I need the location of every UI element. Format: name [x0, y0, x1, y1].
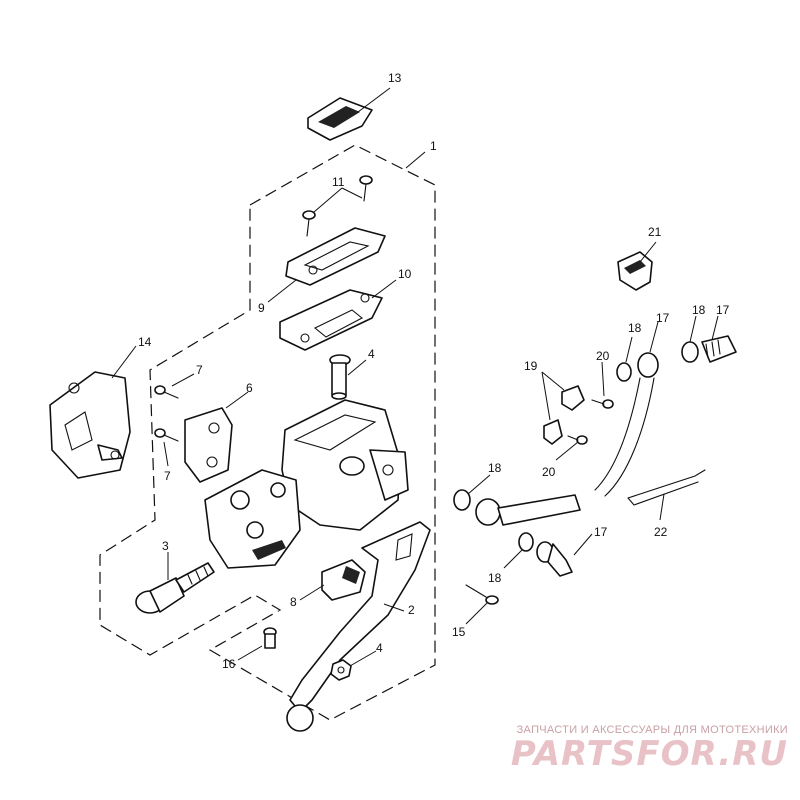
callout-labels: 13 1 11 9 10 4 14 7 6 7 3 8 2 4 16 21 19…	[138, 71, 730, 671]
part-4-pivot-bolt	[329, 354, 351, 400]
callout-4-upper: 4	[368, 347, 375, 361]
callout-21: 21	[648, 225, 662, 239]
master-cylinder-body	[204, 399, 409, 569]
callout-2: 2	[408, 603, 415, 617]
part-8-brake-switch	[321, 559, 366, 601]
part-7-screws	[154, 385, 179, 442]
part-22-retaining-wire	[627, 469, 706, 506]
callout-17-lower: 17	[594, 525, 608, 539]
part-4-nut	[330, 659, 352, 681]
part-18-washer-upper	[616, 362, 632, 382]
callout-1: 1	[430, 139, 437, 153]
part-17-banjo-bolt-upper	[681, 335, 737, 363]
part-16-hose-lower	[475, 494, 581, 526]
callout-7-lower: 7	[164, 469, 171, 483]
callout-17-upper: 17	[716, 303, 730, 317]
callout-10: 10	[398, 267, 412, 281]
callout-18-lower: 18	[488, 571, 502, 585]
part-11-screws	[302, 175, 373, 237]
callout-15: 16	[222, 657, 236, 671]
part-13-clamp-housing	[49, 371, 131, 479]
part-10-gasket	[279, 289, 383, 351]
leader-lines	[111, 87, 719, 667]
callout-22: 22	[654, 525, 668, 539]
callout-19: 19	[524, 359, 538, 373]
part-6-clamp	[184, 407, 233, 483]
callout-7-upper: 7	[196, 363, 203, 377]
part-2-lever	[286, 521, 431, 732]
callout-18-left: 18	[488, 461, 502, 475]
callout-8: 8	[290, 595, 297, 609]
callout-18-upper: 18	[628, 321, 642, 335]
callout-3: 3	[162, 539, 169, 553]
part-18-washer-left	[453, 489, 471, 511]
part-18-washer-lower	[518, 532, 534, 552]
part-9-cover	[285, 227, 386, 286]
part-19-clips	[543, 385, 585, 445]
part-12-reservoir-cap	[307, 97, 373, 141]
watermark-logo: PARTSFOR.RU	[510, 734, 788, 774]
part-15-screw	[263, 627, 277, 649]
part-16-brake-hose	[594, 352, 659, 497]
callout-12: 13	[388, 71, 402, 85]
part-3-push-rod	[135, 562, 215, 614]
callout-11: 11	[332, 175, 345, 189]
callout-9: 9	[258, 301, 265, 315]
part-21-clip	[617, 251, 653, 291]
part-20-screws	[567, 399, 614, 445]
callout-13: 14	[138, 335, 152, 349]
callout-20-lower: 20	[542, 465, 556, 479]
callout-14: 15	[452, 625, 466, 639]
watermark-tagline: ЗАПЧАСТИ И АКСЕССУАРЫ ДЛЯ МОТОТЕХНИКИ	[516, 724, 788, 736]
part-14-bleed-screw	[465, 584, 499, 605]
callout-20-upper: 20	[596, 349, 610, 363]
part-17-banjo-bolt-lower	[536, 541, 573, 577]
watermark: ЗАПЧАСТИ И АКСЕССУАРЫ ДЛЯ МОТОТЕХНИКИ PA…	[511, 724, 788, 772]
callout-18-right: 18	[692, 303, 706, 317]
callout-4-lower: 4	[376, 641, 383, 655]
callout-16: 17	[656, 311, 670, 325]
callout-6: 6	[246, 381, 253, 395]
assembly-boundary-1	[99, 144, 436, 721]
